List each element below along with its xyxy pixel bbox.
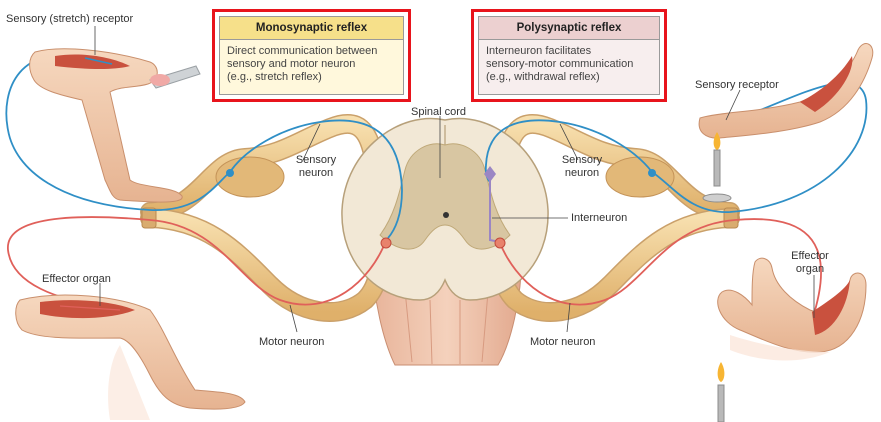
polysynaptic-reflex-title: Polysynaptic reflex: [479, 17, 659, 40]
motor-pathways: [7, 216, 822, 321]
label-sensory-neuron-right: Sensory neuron: [552, 154, 612, 180]
left-sensory-ganglion-cell: [226, 169, 234, 177]
spinal-cord-cross-section: [341, 117, 549, 301]
right-sensory-ganglion-cell: [648, 169, 656, 177]
polysynaptic-reflex-box: Polysynaptic reflex Interneuron facilita…: [471, 9, 667, 102]
polysynaptic-reflex-description: Interneuron facilitates sensory-motor co…: [479, 40, 659, 89]
label-effector-organ-right-line2: organ: [795, 263, 825, 275]
monosynaptic-reflex-panel: Monosynaptic reflex Direct communication…: [219, 16, 404, 95]
label-interneuron: Interneuron: [571, 212, 628, 224]
label-sensory-neuron-right-line1: Sensory: [561, 154, 603, 166]
monosynaptic-line-3: (e.g., stretch reflex): [227, 71, 322, 83]
knee-reflex-leg-illustration: [29, 48, 201, 203]
polysynaptic-line-1: Interneuron facilitates: [486, 45, 592, 57]
arm-sensory-receptor-illustration: [698, 43, 874, 203]
label-effector-organ-right-line1: Effector: [791, 250, 829, 262]
right-motor-neuron-cell: [494, 237, 506, 249]
spinal-cord-column-lines: [404, 289, 489, 365]
label-sensory-stretch-receptor: Sensory (stretch) receptor: [6, 13, 134, 25]
monosynaptic-reflex-title: Monosynaptic reflex: [220, 17, 403, 40]
effector-leg-illustration: [15, 294, 246, 420]
label-sensory-neuron-left-line1: Sensory: [295, 154, 337, 166]
monosynaptic-line-2: sensory and motor neuron: [227, 58, 356, 70]
monosynaptic-line-1: Direct communication between: [227, 45, 378, 57]
polysynaptic-reflex-panel: Polysynaptic reflex Interneuron facilita…: [478, 16, 660, 95]
polysynaptic-line-3: (e.g., withdrawal reflex): [486, 71, 600, 83]
label-sensory-receptor: Sensory receptor: [695, 79, 779, 91]
label-spinal-cord: Spinal cord: [411, 106, 467, 118]
label-motor-neuron-right: Motor neuron: [530, 336, 596, 348]
label-sensory-neuron-right-line2: neuron: [564, 167, 600, 179]
label-sensory-neuron-left-line2: neuron: [298, 167, 334, 179]
right-nerve-roots: [490, 113, 740, 322]
monosynaptic-reflex-box: Monosynaptic reflex Direct communication…: [212, 9, 411, 102]
label-effector-organ-left: Effector organ: [42, 273, 111, 285]
label-sensory-neuron-left: Sensory neuron: [286, 154, 346, 180]
polysynaptic-line-2: sensory-motor communication: [486, 58, 634, 70]
arm-effector-illustration: [717, 257, 867, 422]
label-effector-organ-right: Effector organ: [780, 250, 840, 276]
monosynaptic-reflex-description: Direct communication between sensory and…: [220, 40, 403, 89]
interneuron-cell: [484, 166, 496, 182]
label-motor-neuron-left: Motor neuron: [259, 336, 325, 348]
leader-lines: [94, 26, 815, 333]
left-motor-neuron-cell: [380, 237, 392, 249]
sensory-pathways: [5, 54, 868, 239]
